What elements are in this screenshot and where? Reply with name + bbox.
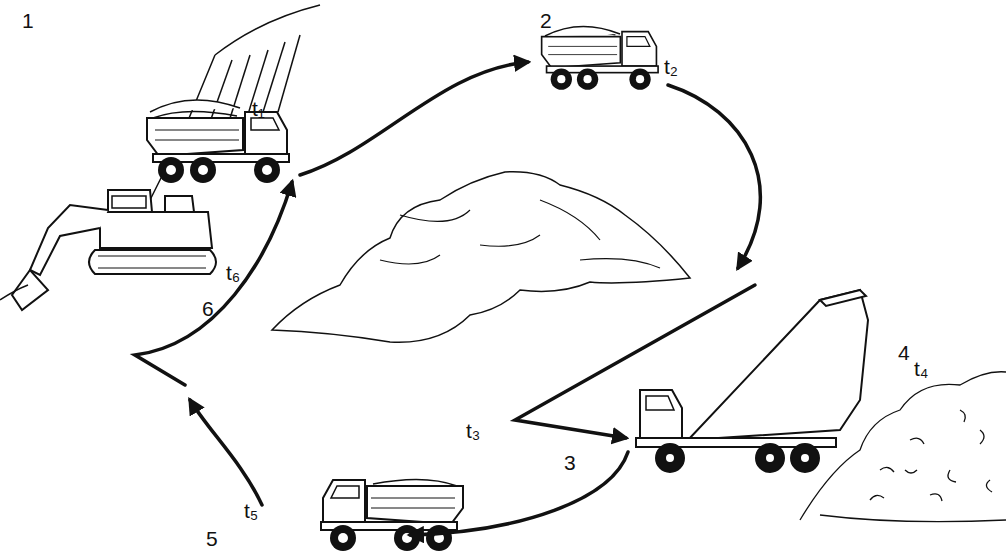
- stage-number: 2: [540, 10, 552, 31]
- truck-load: [545, 26, 620, 36]
- excavator: [108, 190, 152, 212]
- cycle-arrows: [135, 182, 292, 385]
- stage-number: 4: [898, 342, 910, 363]
- excavator: [165, 196, 194, 212]
- truck-load: [150, 100, 240, 112]
- excavator: [98, 256, 206, 268]
- cliff-face: [215, 5, 320, 55]
- stage-number: 5: [206, 528, 218, 549]
- truck-tipping: [636, 290, 868, 472]
- time-label: t₅: [244, 500, 258, 521]
- excavator: [89, 250, 216, 274]
- stage-number: 6: [202, 298, 214, 319]
- dumped-material: [870, 410, 992, 501]
- truck-tipping: [646, 396, 674, 410]
- excavator: [100, 212, 212, 248]
- cycle-arrows: [515, 285, 755, 438]
- truck-tipping: [765, 453, 775, 463]
- cycle-arrows: [190, 400, 262, 505]
- time-label: t₄: [914, 358, 928, 379]
- time-label: t₁: [252, 98, 265, 119]
- mound-contour: [380, 200, 660, 268]
- stage-number: 3: [564, 452, 576, 473]
- truck-tipping: [688, 290, 868, 440]
- time-label: t₃: [466, 420, 480, 441]
- excavator: [0, 285, 28, 300]
- dumped-material: [820, 515, 1006, 522]
- truck-tipping: [756, 444, 784, 472]
- truck-tipping: [820, 290, 866, 306]
- spoil-mound: [272, 172, 690, 343]
- time-label: t₂: [664, 56, 678, 77]
- time-label: t₆: [226, 262, 240, 283]
- truck-tipping: [665, 453, 675, 463]
- cycle-arrows: [300, 62, 528, 175]
- excavator: [30, 205, 108, 275]
- truck-tipping: [640, 390, 682, 440]
- truck-loading: [147, 111, 289, 183]
- truck-tipping: [656, 444, 684, 472]
- truck-tipping: [800, 453, 810, 463]
- truck-returning: [321, 479, 463, 551]
- truck-tipping: [791, 444, 819, 472]
- cycle-arrows: [410, 452, 628, 535]
- cycle-arrows: [668, 85, 760, 268]
- stage-number: 1: [22, 10, 34, 31]
- cliff-face: [278, 35, 300, 112]
- excavator: [112, 196, 146, 208]
- truck-hauling: [542, 31, 658, 90]
- excavator: [0, 190, 216, 310]
- cycle-arrows: [135, 62, 760, 535]
